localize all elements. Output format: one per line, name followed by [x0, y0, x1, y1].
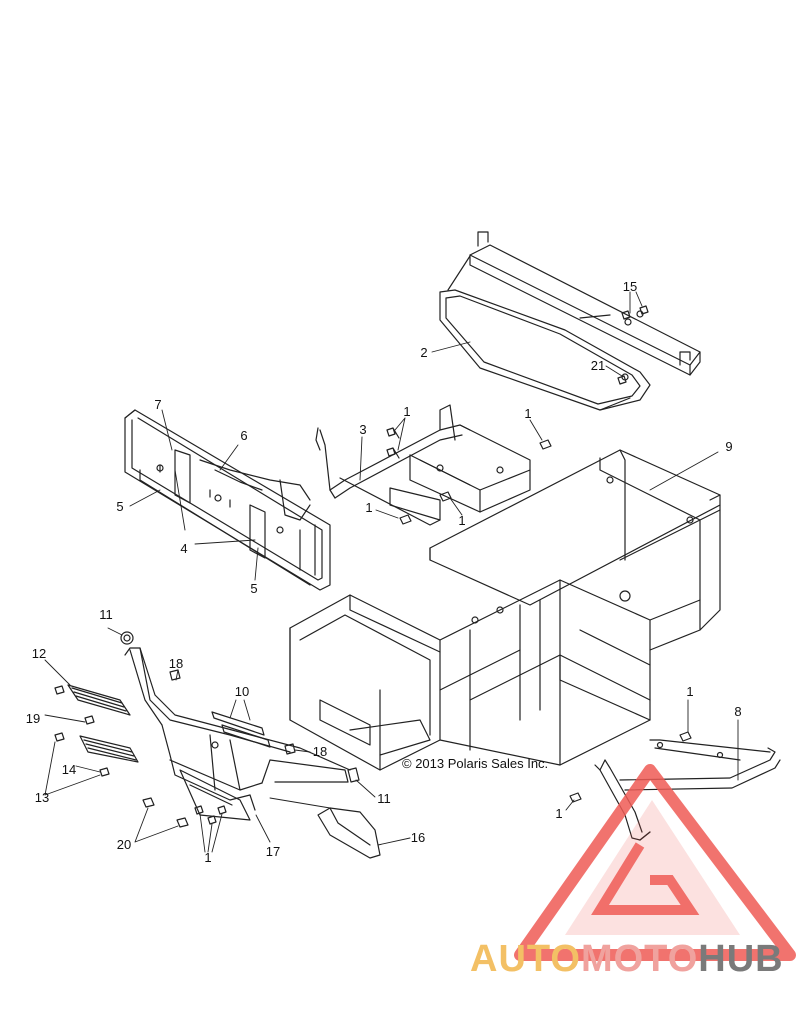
logo-text-moto: MOTO [580, 938, 699, 980]
callout-1-rail-left: 1 [555, 806, 563, 821]
copyright-notice: © 2013 Polaris Sales Inc. [402, 756, 549, 771]
callout-5-upper: 5 [116, 499, 124, 514]
callout-9: 9 [725, 439, 733, 454]
callout-16: 16 [410, 830, 426, 845]
callout-1-bumper: 1 [204, 850, 212, 865]
callout-7: 7 [154, 397, 162, 412]
console-support-frame-part [315, 404, 531, 526]
rear-rail-part [594, 739, 781, 841]
callout-8: 8 [734, 704, 742, 719]
callout-11-lower: 11 [377, 791, 391, 806]
callout-15: 15 [622, 279, 638, 294]
lower-grille-part [79, 735, 139, 763]
callout-14: 14 [61, 762, 77, 777]
automotohub-logo-text: AUTOMOTOHUB [470, 938, 784, 981]
bed-support-frame-part [439, 231, 701, 411]
callout-1-rail-top: 1 [686, 684, 694, 699]
callout-11-upper: 11 [99, 607, 113, 622]
callout-17: 17 [265, 844, 281, 859]
callout-5-lower: 5 [250, 581, 258, 596]
upper-grille-part [67, 684, 131, 716]
skid-plate-part [317, 807, 381, 859]
callout-6: 6 [240, 428, 248, 443]
callout-21: 21 [590, 358, 606, 373]
callout-1-console-top: 1 [403, 404, 411, 419]
automotohub-logo-mark [514, 764, 796, 961]
callout-20: 20 [116, 837, 132, 852]
fastener-bolts [54, 305, 692, 828]
callout-1-console-bottom: 1 [458, 513, 466, 528]
callout-19: 19 [25, 711, 41, 726]
main-chassis-frame-part [289, 449, 721, 771]
callout-12: 12 [31, 646, 47, 661]
callout-10: 10 [234, 684, 250, 699]
callout-18-upper: 18 [168, 656, 184, 671]
logo-text-hub: HUB [698, 938, 784, 980]
front-bulkhead-frame-part [124, 409, 331, 591]
callout-2: 2 [420, 345, 428, 360]
callout-18-lower: 18 [312, 744, 328, 759]
logo-text-auto: AUTO [470, 938, 581, 980]
callout-13: 13 [34, 790, 50, 805]
callout-1-console-left: 1 [365, 500, 373, 515]
callout-1-console-right: 1 [524, 406, 532, 421]
callout-3: 3 [359, 422, 367, 437]
leader-lines [44, 291, 739, 853]
callout-4: 4 [180, 541, 188, 556]
